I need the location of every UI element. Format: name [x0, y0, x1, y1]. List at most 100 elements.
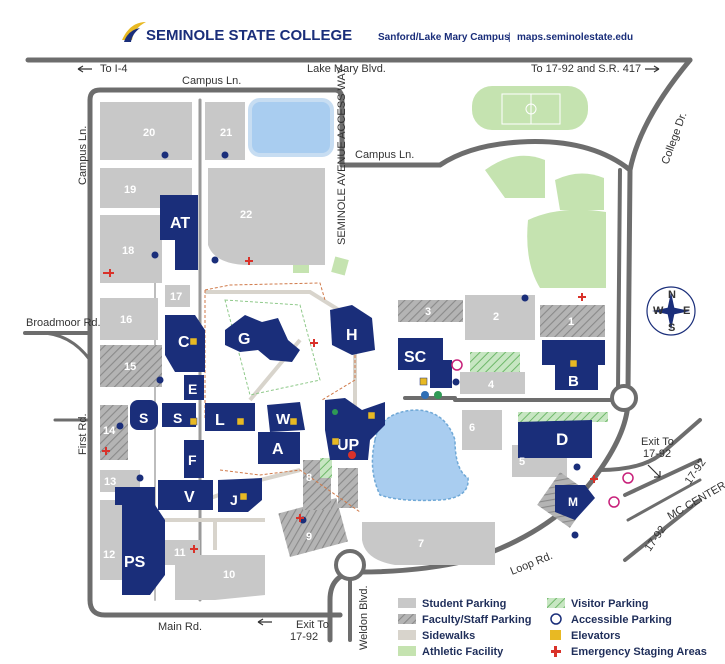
accessible-parking-icon — [521, 294, 529, 302]
label-at: AT — [170, 215, 190, 232]
building-l[interactable] — [205, 403, 255, 431]
sidewalks-swatch — [398, 630, 416, 640]
baseball-field-3 — [527, 209, 606, 288]
restroom-icon — [434, 391, 442, 399]
accessible-parking-icon — [452, 378, 460, 386]
arrow-diagonal-icon — [647, 464, 661, 478]
student-parking-swatch — [398, 598, 416, 608]
baseball-field-2 — [555, 173, 604, 210]
to-i4-label: To I-4 — [100, 63, 128, 75]
accessible-parking-swatch-icon — [550, 613, 562, 625]
elevator-icon — [189, 417, 198, 426]
lot-label-20: 20 — [143, 127, 155, 139]
building-h[interactable] — [330, 305, 375, 355]
college-name: SEMINOLE STATE COLLEGE — [146, 27, 352, 44]
header: SEMINOLE STATE COLLEGE Sanford/Lake Mary… — [122, 22, 633, 44]
arrow-left-icon — [77, 65, 92, 73]
lot-label-22: 22 — [240, 209, 252, 221]
header-separator: | — [508, 32, 511, 43]
legend-accessible-parking: Accessible Parking — [571, 614, 672, 626]
lot-label-16: 16 — [120, 314, 132, 326]
accessible-parking-icons — [116, 151, 581, 539]
faculty-parking-swatch — [398, 614, 416, 624]
accessible-parking-icon — [573, 463, 581, 471]
campus-ln-mid-label: Campus Ln. — [355, 149, 414, 161]
exit-to-left-label: Exit To — [296, 619, 329, 631]
college-dr-label: College Dr. — [660, 111, 690, 166]
weldon-blvd-label: Weldon Blvd. — [358, 585, 370, 650]
maps-url[interactable]: maps.seminolestate.edu — [517, 32, 633, 43]
info-icon — [348, 451, 356, 459]
central-lake — [371, 409, 469, 502]
label-h: H — [346, 327, 358, 344]
lot-22 — [208, 168, 325, 265]
label-d: D — [556, 430, 568, 449]
lot-label-5: 5 — [519, 456, 525, 468]
campus-name: Sanford/Lake Mary Campus — [378, 32, 510, 43]
emergency-cross-icon — [103, 269, 114, 277]
accessible-parking-icon — [161, 151, 169, 159]
building-d[interactable] — [518, 420, 592, 458]
lot-label-6: 6 — [469, 422, 475, 434]
lot-13 — [100, 470, 140, 492]
accessible-parking-icon — [116, 422, 124, 430]
lot-label-8: 8 — [306, 472, 312, 484]
elevator-icon — [289, 417, 298, 426]
first-rd-label: First Rd. — [77, 413, 89, 455]
exit-to-right-label: Exit To — [641, 436, 674, 448]
arrow-right-icon — [645, 65, 660, 73]
misc-icons — [332, 359, 634, 508]
building-c[interactable] — [165, 315, 205, 372]
legend-emergency-staging: Emergency Staging Areas — [571, 646, 707, 658]
lot-21 — [205, 102, 245, 160]
label-sc: SC — [404, 349, 427, 366]
legend-student-parking: Student Parking — [422, 598, 506, 610]
label-g: G — [238, 331, 250, 348]
label-w: W — [276, 411, 291, 428]
accessible-parking-icon — [156, 376, 164, 384]
accessible-parking-icon — [571, 531, 579, 539]
info-icon — [332, 409, 338, 415]
emergency-cross-icon — [310, 339, 318, 347]
building-g[interactable] — [225, 315, 300, 362]
north-pond — [248, 98, 334, 157]
elevator-icon — [419, 377, 428, 386]
athletic-facility-swatch — [398, 646, 416, 656]
building-f[interactable] — [184, 440, 204, 478]
compass-north: N — [668, 289, 676, 301]
legend-athletic-facility: Athletic Facility — [422, 646, 504, 658]
label-m: M — [568, 495, 578, 509]
building-at[interactable] — [160, 195, 198, 270]
roundabouts — [334, 384, 638, 581]
lot-label-21: 21 — [220, 127, 232, 139]
building-m[interactable] — [555, 485, 595, 520]
lot-label-18: 18 — [122, 245, 134, 257]
label-l: L — [215, 412, 225, 429]
road-1792-b-label: 17-92 — [643, 524, 669, 554]
lot-label-4: 4 — [488, 379, 495, 391]
lot-7 — [362, 522, 495, 565]
building-e[interactable] — [184, 375, 204, 400]
building-a[interactable] — [258, 432, 300, 464]
building-s1[interactable] — [130, 400, 158, 430]
lot-16 — [100, 298, 158, 340]
emergency-staging-areas — [102, 257, 598, 553]
lot-numbers: 20 21 19 22 18 17 16 15 14 13 12 11 10 9… — [103, 127, 574, 581]
lot-label-7: 7 — [418, 538, 424, 550]
building-labels: AT C G H SC B E S S L W UP A D F V J M P… — [124, 215, 579, 571]
compass-east: E — [683, 305, 690, 317]
building-v[interactable] — [158, 480, 213, 510]
lot-label-19: 19 — [124, 184, 136, 196]
bus-stop-icon — [451, 359, 463, 371]
lot-3 — [398, 300, 463, 322]
bus-stop-icon — [608, 496, 620, 508]
label-a: A — [272, 441, 284, 458]
building-ps[interactable] — [115, 487, 165, 595]
lot-2 — [465, 295, 535, 340]
elevator-icon — [239, 492, 248, 501]
campus-ln-top-label: Campus Ln. — [182, 75, 241, 87]
compass-south: S — [668, 322, 675, 334]
lake-mary-blvd-label: Lake Mary Blvd. — [307, 63, 386, 75]
label-v: V — [184, 489, 195, 506]
